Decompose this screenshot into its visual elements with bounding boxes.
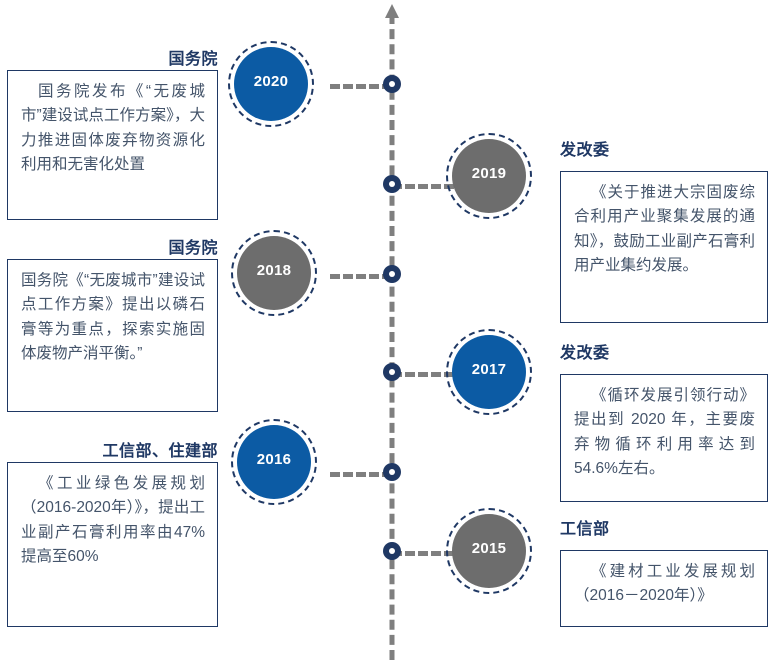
policy-card-2016: 《工业绿色发展规划（2016-2020年）》，提出工业副产石膏利用率由47%提高…: [7, 462, 218, 627]
policy-card-text: 《建材工业发展规划（2016－2020年）》: [574, 563, 755, 605]
policy-card-text: 《循环发展引领行动》提出到 2020 年，主要废弃物循环利用率达到54.6%左右…: [574, 387, 755, 478]
arrow-up-icon: [385, 4, 399, 18]
year-badge-disc: 2017: [452, 335, 526, 409]
year-badge-2015[interactable]: 2015: [446, 508, 532, 594]
year-badge-2019[interactable]: 2019: [446, 133, 532, 219]
connector-2015: [392, 551, 454, 556]
year-badge-2018[interactable]: 2018: [231, 230, 317, 316]
connector-2018: [330, 274, 392, 279]
year-badge-2017[interactable]: 2017: [446, 329, 532, 415]
policy-card-text: 《工业绿色发展规划（2016-2020年）》，提出工业副产石膏利用率由47%提高…: [21, 475, 205, 566]
org-label-2018: 国务院: [168, 240, 218, 257]
year-badge-disc: 2018: [237, 236, 311, 310]
year-badge-2016[interactable]: 2016: [231, 419, 317, 505]
timeline-node-2018[interactable]: [383, 265, 401, 283]
year-label: 2019: [471, 164, 507, 182]
timeline-node-2020[interactable]: [383, 75, 401, 93]
year-badge-disc: 2019: [452, 139, 526, 213]
year-label: 2015: [471, 539, 507, 557]
year-label: 2020: [253, 72, 289, 90]
org-label-2015: 工信部: [560, 521, 610, 538]
policy-card-2018: 国务院《“无废城市”建设试点工作方案》提出以磷石膏等为重点，探索实施固体废物产消…: [7, 259, 218, 412]
connector-2017: [392, 372, 454, 377]
connector-2019: [392, 184, 454, 189]
year-label: 2016: [256, 450, 292, 468]
year-badge-disc: 2016: [237, 425, 311, 499]
connector-2020: [330, 84, 392, 89]
policy-card-2017: 《循环发展引领行动》提出到 2020 年，主要废弃物循环利用率达到54.6%左右…: [560, 374, 768, 502]
timeline-node-2015[interactable]: [383, 542, 401, 560]
policy-card-text: 国务院《“无废城市”建设试点工作方案》提出以磷石膏等为重点，探索实施固体废物产消…: [21, 272, 205, 363]
connector-2016: [330, 472, 392, 477]
year-label: 2018: [256, 261, 292, 279]
timeline-axis: [389, 14, 395, 660]
year-label: 2017: [471, 360, 507, 378]
policy-card-2020: 国务院发布《“无废城市”建设试点工作方案》，大力推进固体废弃物资源化利用和无害化…: [7, 70, 218, 220]
org-label-2019: 发改委: [560, 142, 610, 159]
year-badge-disc: 2020: [234, 47, 308, 121]
org-label-2017: 发改委: [560, 345, 610, 362]
policy-card-text: 国务院发布《“无废城市”建设试点工作方案》，大力推进固体废弃物资源化利用和无害化…: [21, 83, 205, 174]
org-label-2016: 工信部、住建部: [102, 443, 218, 460]
year-badge-2020[interactable]: 2020: [228, 41, 314, 127]
timeline-node-2017[interactable]: [383, 363, 401, 381]
policy-card-text: 《关于推进大宗固废综合利用产业聚集发展的通知》，鼓励工业副产石膏利用产业集约发展…: [574, 184, 755, 275]
year-badge-disc: 2015: [452, 514, 526, 588]
timeline-node-2019[interactable]: [383, 175, 401, 193]
policy-card-2015: 《建材工业发展规划（2016－2020年）》: [560, 550, 768, 627]
policy-card-2019: 《关于推进大宗固废综合利用产业聚集发展的通知》，鼓励工业副产石膏利用产业集约发展…: [560, 171, 768, 323]
timeline-node-2016[interactable]: [383, 463, 401, 481]
org-label-2020: 国务院: [168, 51, 218, 68]
